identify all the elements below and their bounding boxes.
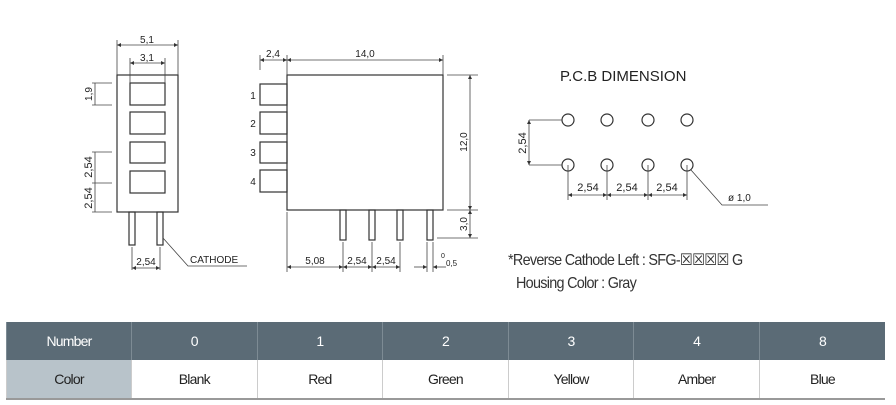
table-cell: Yellow: [507, 360, 634, 400]
dim-pitch-a: 2,54: [83, 156, 95, 177]
pcb-title: P.C.B DIMENSION: [560, 68, 686, 85]
dim-pitch-2: 2,54: [376, 256, 396, 267]
pcb-dimension: P.C.B DIMENSION 2,54 2,54 2,54 2,54 ø 1,…: [517, 68, 768, 206]
table-header-row: Number 0 1 2 3 4 8: [6, 322, 885, 360]
dim-col-pitch-3: 2,54: [656, 182, 677, 194]
dim-seg-height: 1,9: [84, 87, 95, 101]
dim-pin-w-0: 0: [441, 253, 445, 260]
table-cell: Number: [6, 322, 132, 360]
dim-pin-len: 3,0: [459, 217, 470, 231]
table-cell: Color: [6, 360, 132, 400]
dim-length: 14,0: [355, 49, 375, 60]
table-cell: 0: [131, 322, 258, 360]
table-cell: Blue: [758, 360, 885, 400]
dim-offset: 5,08: [305, 256, 325, 267]
color-code-table: Number 0 1 2 3 4 8 Color Blank Red Green…: [6, 322, 885, 400]
dim-pin-pitch: 2,54: [136, 257, 156, 268]
table-row: Color Blank Red Green Yellow Amber Blue: [6, 360, 885, 400]
table-cell: 3: [507, 322, 634, 360]
dim-width-inner: 3,1: [140, 53, 154, 64]
dim-tab-len: 2,4: [266, 49, 280, 60]
side-view: 5,1 3,1 1,9 2,54 2,54 2,54 CATHODE: [83, 35, 247, 270]
table-cell: Red: [256, 360, 383, 400]
table-cell: 4: [633, 322, 760, 360]
table-cell: Amber: [633, 360, 760, 400]
dim-width-outer: 5,1: [140, 35, 154, 46]
reverse-cathode-note: *Reverse Cathode Left : SFG-☒☒☒☒ G: [508, 252, 743, 269]
dim-col-pitch-2: 2,54: [616, 182, 637, 194]
dim-col-pitch-1: 2,54: [577, 182, 598, 194]
dimension-drawing: 5,1 3,1 1,9 2,54 2,54 2,54 CATHODE 1 2 3…: [83, 35, 768, 272]
pin-label-2: 2: [250, 119, 256, 130]
dim-pitch-b: 2,54: [83, 187, 95, 208]
pin-label-4: 4: [250, 177, 256, 188]
dim-height: 12,0: [459, 132, 470, 152]
table-cell: Green: [382, 360, 509, 400]
pin-label-3: 3: [250, 148, 256, 159]
dim-row-pitch: 2,54: [517, 132, 529, 153]
table-cell: 2: [382, 322, 509, 360]
table-cell: 1: [256, 322, 383, 360]
cathode-label: CATHODE: [190, 255, 238, 266]
housing-color-note: Housing Color : Gray: [516, 275, 637, 292]
dim-pin-w: 0,5: [446, 259, 458, 268]
table-cell: Blank: [131, 360, 258, 400]
table-cell: 8: [758, 322, 885, 360]
dim-hole: ø 1,0: [728, 193, 751, 204]
pin-label-1: 1: [250, 91, 256, 102]
dim-pitch-1: 2,54: [347, 256, 367, 267]
front-view: 1 2 3 4 2,4 14,0 12,0 3,0 5,08 2,54 2,54…: [250, 49, 478, 272]
